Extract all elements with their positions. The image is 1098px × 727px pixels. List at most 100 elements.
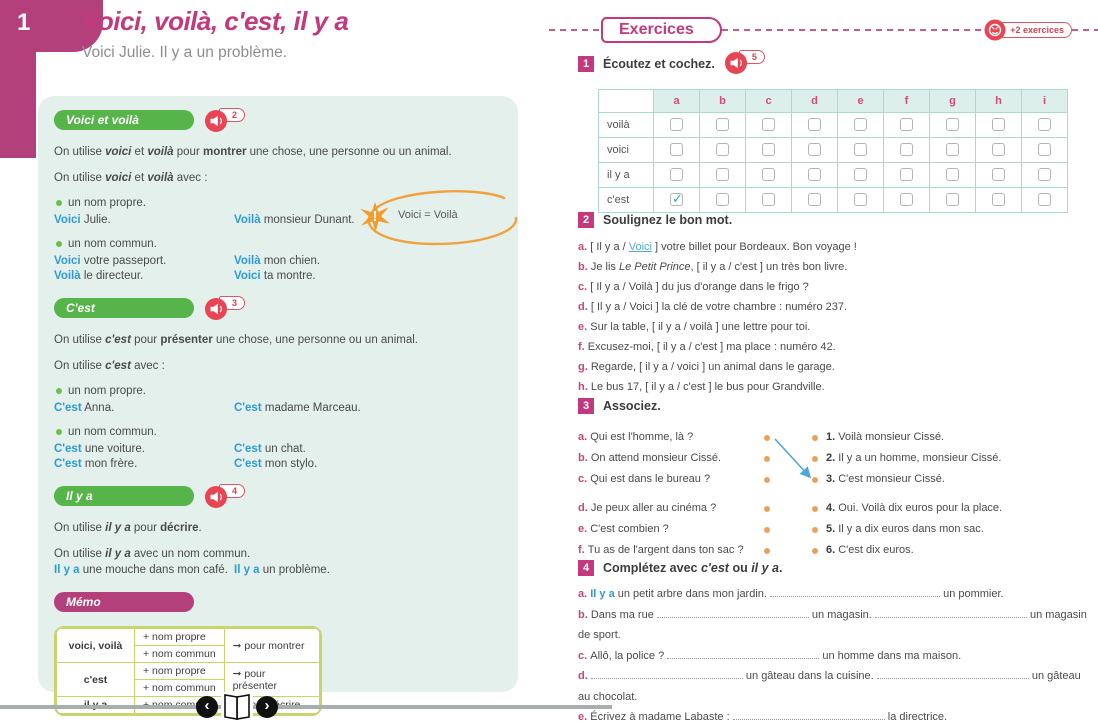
table-row: il y a — [598, 162, 1068, 188]
memo-table: voici, voilà + nom propre ➞ pour montrer… — [54, 626, 322, 716]
match-dot[interactable] — [812, 548, 818, 554]
checkbox-voilà-b[interactable] — [716, 118, 729, 132]
audio-play-button[interactable]: 4 — [204, 484, 262, 510]
memo-use: ➞ pour montrer — [223, 628, 320, 663]
unit-tab — [0, 0, 103, 52]
checkbox-voici-b[interactable] — [716, 143, 729, 157]
memo-term: c'est — [56, 662, 135, 697]
checkbox-voilà-g[interactable] — [946, 118, 959, 132]
match-dot[interactable] — [812, 506, 818, 512]
checkbox-voilà-f[interactable] — [900, 118, 913, 132]
checkbox-cest-h[interactable] — [992, 193, 1005, 207]
checkbox-cest-a[interactable] — [670, 191, 683, 207]
match-dot[interactable] — [812, 435, 818, 441]
table-row: voici — [598, 137, 1068, 163]
match-dot[interactable] — [764, 477, 770, 483]
example-row: C'est une voiture. C'est un chat. — [54, 443, 306, 455]
exercise-1-header: 1 Écoutez et cochez. 5 — [578, 50, 1092, 76]
match-dot[interactable] — [764, 548, 770, 554]
checkbox-ilya-g[interactable] — [946, 168, 959, 182]
column-header-b: b — [699, 89, 746, 113]
checkbox-voici-c[interactable] — [762, 143, 775, 157]
checkbox-voici-d[interactable] — [808, 143, 821, 157]
speaker-icon — [724, 52, 747, 74]
checkbox-ilya-h[interactable] — [992, 168, 1005, 182]
exercise-item: c. Allô, la police ? un homme dans ma ma… — [578, 649, 962, 662]
green-bullet-icon — [56, 388, 62, 394]
checkbox-ilya-a[interactable] — [670, 168, 683, 182]
checkbox-cest-b[interactable] — [716, 193, 729, 207]
swoosh-ellipse — [367, 190, 518, 246]
section-pill: Il y a — [54, 486, 194, 506]
match-row: a. Qui est l'homme, là ? 1. Voilà monsie… — [578, 431, 945, 443]
match-row: b. On attend monsieur Cissé. 2. Il y a u… — [578, 452, 1002, 464]
match-row: f. Tu as de l'argent dans ton sac ? 6. C… — [578, 544, 914, 556]
match-dot[interactable] — [764, 506, 770, 512]
checkbox-ilya-e[interactable] — [854, 168, 867, 182]
checkbox-voici-i[interactable] — [1038, 143, 1051, 157]
row-label: voilà — [598, 112, 654, 138]
section-header-il-y-a: Il y a 4 — [54, 484, 502, 510]
audio-play-button[interactable]: 2 — [204, 108, 262, 134]
audio-play-button[interactable]: 3 — [204, 296, 262, 322]
speaker-icon — [205, 486, 227, 508]
checkbox-voici-e[interactable] — [854, 143, 867, 157]
checkbox-voilà-e[interactable] — [854, 118, 867, 132]
lesson-paragraph: On utilise c'est pour présenter une chos… — [54, 334, 418, 346]
checkbox-voici-f[interactable] — [900, 143, 913, 157]
checkbox-cest-d[interactable] — [808, 193, 821, 207]
exercise-item: c. [ Il y a / Voilà ] du jus d'orange da… — [578, 281, 809, 293]
checkbox-voilà-i[interactable] — [1038, 118, 1051, 132]
lesson-page: 1 Voici, voilà, c'est, il y a Voici Juli… — [0, 0, 518, 716]
section-header-voici-voila: Voici et voilà 2 — [54, 108, 502, 134]
checkbox-voici-h[interactable] — [992, 143, 1005, 157]
exercise-item: a. Il y a un petit arbre dans mon jardin… — [578, 588, 1004, 600]
dashed-line — [721, 29, 985, 31]
example-row: Voilà le directeur. Voici ta montre. — [54, 270, 316, 282]
checkbox-ilya-b[interactable] — [716, 168, 729, 182]
checkbox-voilà-c[interactable] — [762, 118, 775, 132]
match-dot[interactable] — [812, 456, 818, 462]
memo-term: voici, voilà — [56, 628, 135, 663]
checkbox-cest-g[interactable] — [946, 193, 959, 207]
match-dot[interactable] — [812, 477, 818, 483]
memo-use: ➞ pour présenter — [223, 662, 320, 697]
checkbox-cest-e[interactable] — [854, 193, 867, 207]
checkbox-cest-i[interactable] — [1038, 193, 1051, 207]
match-dot[interactable] — [764, 527, 770, 533]
exercise-number: 2 — [578, 212, 594, 228]
page-navigation: ‹ › — [196, 692, 278, 722]
checkbox-ilya-i[interactable] — [1038, 168, 1051, 182]
extra-exercises-badge[interactable]: +2 exercices — [984, 19, 1072, 41]
checkbox-voici-g[interactable] — [946, 143, 959, 157]
checkbox-voilà-h[interactable] — [992, 118, 1005, 132]
memo-header: Mémo — [54, 592, 502, 612]
audio-play-button[interactable]: 5 — [724, 50, 782, 76]
exercise-title: Écoutez et cochez. — [603, 57, 715, 71]
checkbox-cest-c[interactable] — [762, 193, 775, 207]
checkbox-voilà-d[interactable] — [808, 118, 821, 132]
checkbox-voici-a[interactable] — [670, 143, 683, 157]
checkbox-ilya-d[interactable] — [808, 168, 821, 182]
checkbox-voilà-a[interactable] — [670, 118, 683, 132]
next-page-button[interactable]: › — [256, 696, 278, 718]
example-row: Voici votre passeport. Voilà mon chien. — [54, 255, 321, 267]
checkbox-ilya-c[interactable] — [762, 168, 775, 182]
lesson-paragraph: On utilise il y a avec un nom commun. — [54, 548, 251, 560]
checkbox-cest-f[interactable] — [900, 193, 913, 207]
match-dot[interactable] — [764, 435, 770, 441]
match-dot[interactable] — [812, 527, 818, 533]
exercise-item: f. Excusez-moi, [ il y a / c'est ] ma pl… — [578, 341, 836, 353]
section-header-cest: C'est 3 — [54, 296, 502, 322]
previous-page-button[interactable]: ‹ — [196, 696, 218, 718]
row-label: voici — [598, 137, 654, 163]
column-header-d: d — [791, 89, 838, 113]
open-book-icon[interactable] — [221, 692, 253, 722]
exercise-item: e. Sur la table, [ il y a / voilà ] une … — [578, 321, 811, 333]
row-label: il y a — [598, 162, 654, 188]
match-dot[interactable] — [764, 456, 770, 462]
memo-complement: + nom commun — [134, 645, 225, 663]
exercise-3-header: 3 Associez. — [578, 398, 1092, 414]
checkbox-ilya-f[interactable] — [900, 168, 913, 182]
